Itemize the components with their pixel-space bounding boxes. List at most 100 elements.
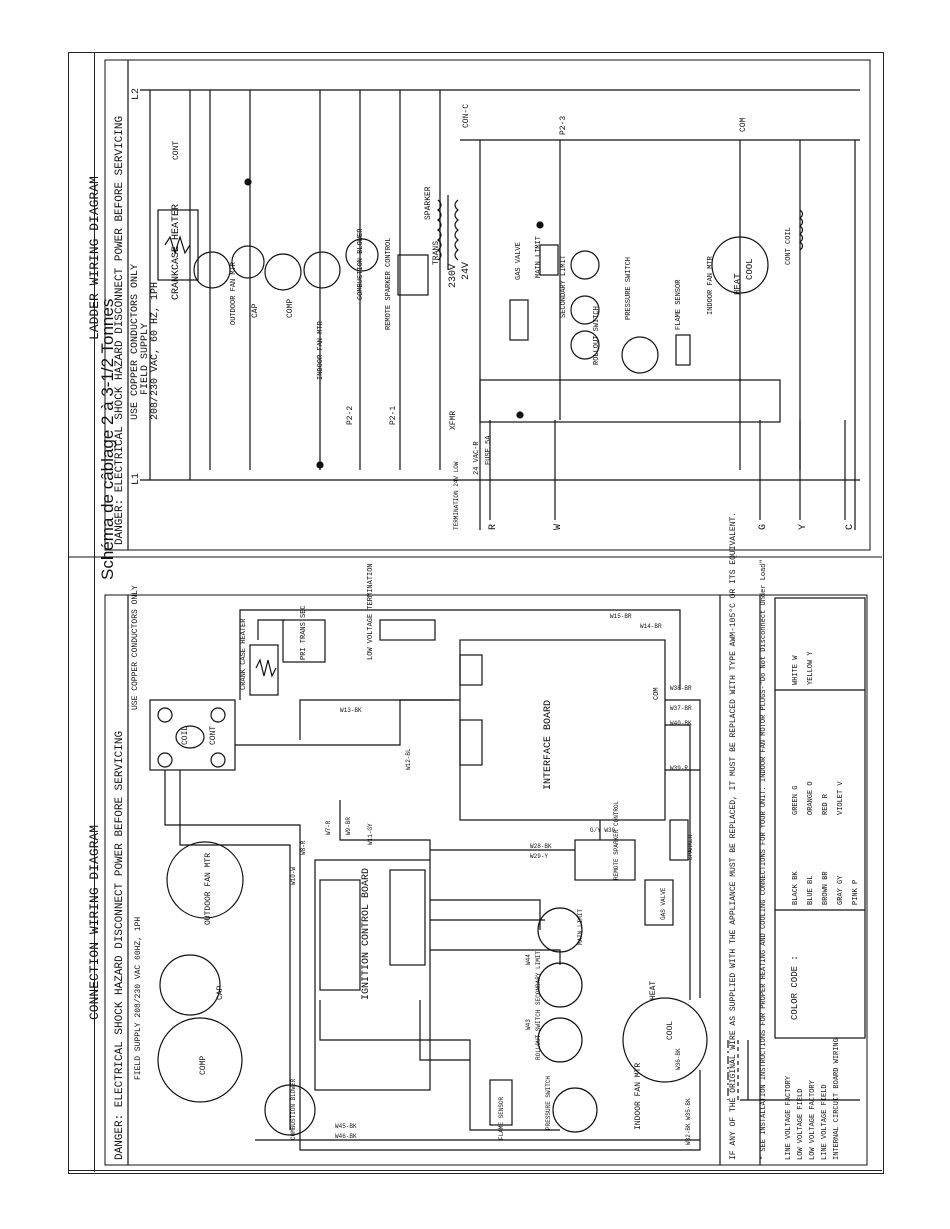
label-indoor-fan-2: INDOOR FAN MTR <box>707 255 715 315</box>
label-crankcase: CRANKCASE HEATER <box>171 204 182 300</box>
label-gas-valve: GAS VALVE <box>515 242 523 280</box>
legend-line-voltage-factory: LINE VOLTAGE FACTORY <box>785 1075 793 1160</box>
ladder-copper: USE COPPER CONDUCTORS ONLY <box>130 264 141 420</box>
label-fuse: FUSE 5A <box>485 435 493 465</box>
ladder-supply-spec: 208/230 VAC, 60 HZ, 1PH <box>149 282 161 420</box>
label-comp: COMP <box>286 299 295 318</box>
label-pressure-switch: PRESSURE SWITCH <box>625 257 633 320</box>
wire-w45: W45-BK <box>335 1123 357 1130</box>
label-flame-sensor: FLAME SENSOR <box>675 279 683 330</box>
conn-low-voltage: LOW VOLTAGE TERMINATION <box>367 563 375 660</box>
conn-cont: CONT <box>209 726 218 745</box>
note-replace: IF ANY OF THE ORIGINAL WIRE AS SUPPLIED … <box>729 512 738 1160</box>
label-trans: TRANS <box>432 241 441 265</box>
legend-low-voltage-factory: LOW VOLTAGE FACTORY <box>809 1079 817 1160</box>
label-heat: HEAT <box>733 273 743 295</box>
color-code-entry: BLACK BK <box>792 871 800 905</box>
conn-interface-board: INTERFACE BOARD <box>543 700 554 790</box>
conn-trans: PRI TRANS SEC <box>300 605 308 660</box>
conn-flame-sensor: FLAME SENSOR <box>498 1096 505 1140</box>
wire-w35: W35-BK <box>685 1098 692 1120</box>
label-termination: TERMINATION 24V LOW <box>453 461 460 530</box>
sheet-bottom-divider <box>68 1170 882 1171</box>
wire-w29: W29-Y <box>530 853 548 860</box>
sheet-divider <box>94 52 95 1172</box>
label-230v: 230V <box>448 264 459 288</box>
color-code-table: BLACK BK BLUE BL BROWN BR GRAY GY PINK P GREE… <box>792 651 860 905</box>
wire-w32: W32-BK <box>685 1123 692 1145</box>
color-code-entry: GRAY GY <box>837 875 845 905</box>
legend-line-voltage-field: LINE VOLTAGE FIELD <box>821 1084 829 1160</box>
label-p2-1: P2-1 <box>389 406 398 425</box>
color-code-entry: PINK P <box>852 880 860 905</box>
label-cont-coil: CONT COIL <box>785 227 793 265</box>
wire-w10: W10-W <box>290 867 297 885</box>
color-code-entry: BROWN BR <box>822 871 830 905</box>
label-com: COM <box>739 117 748 132</box>
label-secondary-limit: SECONDARY LIMIT <box>560 255 568 318</box>
conn-sparker: SPARKER <box>687 834 694 860</box>
wire-w39: W39-R <box>670 765 688 772</box>
note-install: * SEE INSTALLATION INSTRUCTIONS FOR PROP… <box>760 559 768 1160</box>
conn-field-supply: FIELD SUPPLY 208/230 VAC 60HZ, 1PH <box>134 917 143 1080</box>
label-cool: COOL <box>745 258 755 280</box>
conn-danger: DANGER: ELECTRICAL SHOCK HAZARD DISCONNE… <box>114 731 126 1160</box>
conn-rollout: ROLLOUT SWITCH <box>535 1009 542 1060</box>
conn-cap: CAP <box>216 985 225 1000</box>
conn-gas-valve: GAS VALVE <box>660 887 667 920</box>
ladder-field-supply: FIELD SUPPLY <box>140 323 151 395</box>
diagram-sheet <box>68 52 884 1174</box>
conn-pressure-switch: PRESSURE SWITCH <box>545 1076 552 1130</box>
label-l2: L2 <box>131 88 142 100</box>
wire-w44: W44 <box>525 954 532 965</box>
color-code-entry: RED R <box>822 793 830 815</box>
wire-w7: W7-R <box>325 820 332 835</box>
conn-secondary-limit: SECONDARY LIMIT <box>535 951 542 1005</box>
wire-w8: W8-R <box>300 840 307 855</box>
wire-w36: W36-BK <box>675 1048 682 1070</box>
term-r: R <box>488 524 499 530</box>
conn-comb-blower: COMBUSTION BLOWER <box>290 1078 297 1140</box>
label-comb-blower: COMBUSTION BLOWER <box>357 228 365 300</box>
color-code-entry: YELLOW Y <box>807 651 815 685</box>
label-24v: 24V <box>461 262 472 280</box>
label-p2-2: P2-2 <box>346 406 355 425</box>
wire-w40: W40-BK <box>670 720 692 727</box>
conn-coil: COIL <box>181 726 190 745</box>
connection-frame <box>104 594 868 1166</box>
term-g: G <box>758 524 769 530</box>
label-main-limit: MAIN LIMIT <box>535 236 543 278</box>
color-code-entry: BLUE BL <box>807 876 815 905</box>
ladder-title: LADDER WIRING DIAGRAM <box>87 176 102 340</box>
wire-w11: W11-GY <box>367 823 374 845</box>
ladder-danger: DANGER: ELECTRICAL SHOCK HAZARD DISCONNE… <box>114 116 126 545</box>
label-cap: CAP <box>251 303 260 318</box>
color-code-entry: ORANGE O <box>807 781 815 815</box>
wire-w30: G/Y W30 <box>590 827 616 834</box>
conn-remote-sparker: REMOTE SPARKER CONTROL <box>613 800 620 880</box>
legend-internal-board: INTERNAL CIRCUIT BOARD WIRING <box>833 1038 841 1160</box>
term-c: C <box>845 524 856 530</box>
wire-w38: W38-BR <box>670 685 692 692</box>
wire-w15: W15-BR <box>610 613 632 620</box>
wire-w37: W37-BR <box>670 705 692 712</box>
label-con-c: CON-C <box>462 104 471 128</box>
wire-w12: W12-BL <box>405 748 412 770</box>
wire-w28: W28-BK <box>530 843 552 850</box>
color-code-entry: GREEN G <box>792 786 800 815</box>
conn-cool: COOL <box>666 1021 675 1040</box>
conn-heat: HEAT <box>649 981 658 1000</box>
label-p2-3: P2-3 <box>559 116 568 135</box>
conn-title: CONNECTION WIRING DIAGRAM <box>87 825 102 1020</box>
color-code-entry: WHITE W <box>792 655 800 685</box>
color-code-title: COLOR CODE : <box>790 955 800 1020</box>
label-outdoor-fan: OUTDOOR FAN MTR <box>230 261 238 325</box>
label-rollout: ROLLOUT SWITCH <box>593 306 601 365</box>
label-xfmr: XFMR <box>449 411 458 430</box>
wire-w9: W9-BR <box>345 817 352 835</box>
legend-low-voltage-field: LOW VOLTAGE FIELD <box>797 1089 805 1160</box>
wire-w14: W14-BR <box>640 623 662 630</box>
conn-com: COM <box>653 687 661 700</box>
term-w: W <box>553 524 564 530</box>
